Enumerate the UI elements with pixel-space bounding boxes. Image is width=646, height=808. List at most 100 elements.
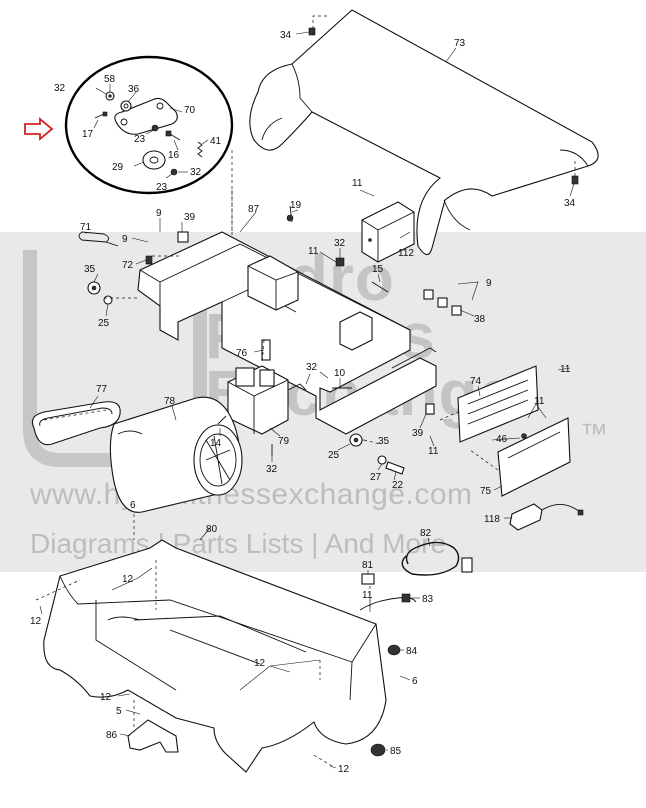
nut-23b-icon [170,168,178,176]
callout-27: 27 [370,472,382,483]
callout-23b: 23 [156,182,168,193]
pulley-35b-icon [349,433,363,447]
callout-85: 85 [390,746,402,757]
base-hood-80 [43,539,387,773]
callout-83: 83 [422,594,434,605]
callout-12d: 12 [100,692,112,703]
bolt-17-icon [94,111,108,119]
pulley-35a-icon [87,281,101,295]
callout-12a: 12 [122,574,134,585]
callout-6a: 6 [130,500,136,511]
callout-41: 41 [210,136,222,147]
callout-16: 16 [168,150,180,161]
idler-pulley-29 [142,150,166,170]
callout-11f: 11 [362,590,373,601]
callout-17: 17 [82,129,94,140]
bracket-86 [127,719,179,753]
power-switch-81 [361,573,375,585]
callout-39a: 39 [184,212,196,223]
callout-32a: 32 [54,83,66,94]
callout-9c: 9 [486,278,492,289]
drive-roller-78 [109,396,243,513]
callout-118: 118 [484,514,500,525]
callout-81: 81 [362,560,374,571]
board-plate-75 [497,417,571,497]
motor-hood [249,9,599,256]
callout-78: 78 [164,396,176,407]
controller-box [361,201,415,263]
callout-35b: 35 [378,436,390,447]
callout-38: 38 [474,314,486,325]
callout-46: 46 [496,434,508,445]
watermark-tagline: Diagrams | Parts Lists | And More [30,528,447,559]
callout-23a: 23 [134,134,146,145]
bushings-38-icon [423,289,462,316]
callout-12e: 12 [338,764,350,775]
bolt-14-icon [217,415,227,425]
callout-32c: 32 [334,238,346,249]
callout-19: 19 [290,200,302,211]
power-cord-82 [401,541,473,576]
callout-11c: 11 [560,364,571,375]
cable-71-icon [78,231,119,247]
callout-11b: 11 [308,246,319,257]
callout-86: 86 [106,730,118,741]
callout-9b: 9 [122,234,128,245]
bolt-19-icon [286,205,294,223]
callout-5: 5 [116,706,122,717]
axle-22-icon [385,461,405,475]
drive-motor-assembly [227,365,307,435]
callout-25b: 25 [328,450,340,461]
foot-85-icon [370,743,386,757]
bushing-39a-icon [177,231,189,243]
callout-58: 58 [104,74,116,85]
callout-25a: 25 [98,318,110,329]
callout-79: 79 [278,436,290,447]
spring-41-icon [197,141,203,158]
callout-70: 70 [184,105,196,116]
callout-112: 112 [398,248,414,259]
washer-58-icon [105,91,115,101]
callout-22: 22 [392,480,404,491]
controller-board-74 [457,365,539,443]
callout-74: 74 [470,376,482,387]
callout-6b: 6 [412,676,418,687]
callout-12b: 12 [30,616,42,627]
callout-10: 10 [334,368,346,379]
part-76-icon [261,339,271,361]
callout-36: 36 [128,84,140,95]
callout-11e: 11 [428,446,439,457]
callout-11a: 11 [352,178,363,189]
callout-32e: 32 [266,464,278,475]
hood-fastener-34a-icon [308,27,316,36]
washer-27-icon [377,455,387,465]
callout-71: 71 [80,222,92,233]
nut-23a-icon [151,124,159,132]
callout-35a: 35 [84,264,96,275]
bolt-16-icon [165,130,181,141]
callout-14: 14 [210,438,222,449]
bolt-15-icon [371,281,389,293]
callout-77: 77 [96,384,108,395]
callout-75: 75 [480,486,492,497]
callout-87: 87 [248,204,260,215]
callout-12c: 12 [254,658,266,669]
washer-25a-icon [103,295,113,305]
foot-84-icon [387,644,401,656]
callout-80: 80 [206,524,218,535]
callout-84: 84 [406,646,418,657]
callout-34b: 34 [564,198,576,209]
main-frame [137,231,437,435]
washer-36-icon [120,100,132,112]
detail-circle [64,55,234,195]
callout-9a: 9 [156,208,162,219]
callout-32d: 32 [306,362,318,373]
part-46-icon [521,433,527,439]
callout-39b: 39 [412,428,424,439]
callout-34a: 34 [280,30,292,41]
callout-72: 72 [122,260,134,271]
bushing-39b-icon [425,403,435,415]
bushing-32c-icon [335,257,345,267]
callout-82: 82 [420,528,432,539]
